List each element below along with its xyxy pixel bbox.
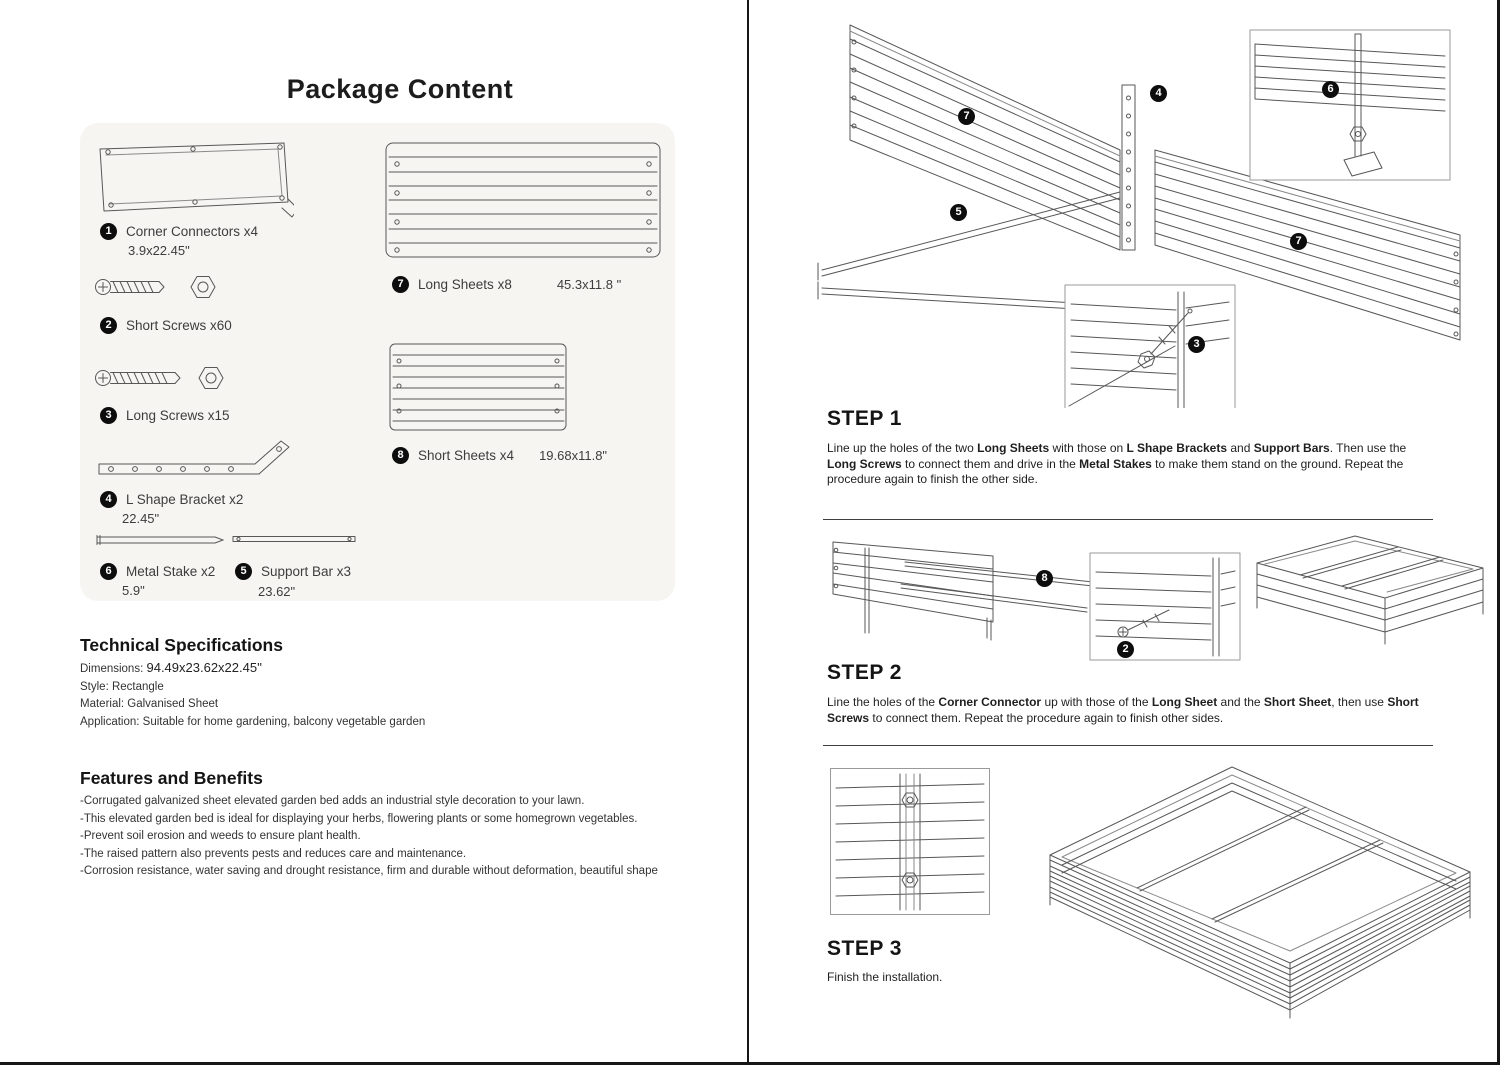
part-6-size: 5.9" (122, 583, 145, 598)
spec-dimensions-value: 94.49x23.62x22.45'' (146, 660, 263, 675)
step2-heading: STEP 2 (827, 661, 902, 684)
part-item-long-screws: 3 Long Screws x15 (100, 407, 230, 424)
long-sheet-drawing (385, 142, 661, 258)
l-bracket-drawing (98, 440, 290, 475)
spec-style: Style: Rectangle (80, 680, 164, 693)
part-5-badge: 5 (235, 563, 252, 580)
feature-line: -Corrosion resistance, water saving and … (80, 865, 658, 878)
spec-application: Application: Suitable for home gardening… (80, 715, 426, 728)
callout-7: 7 (1290, 233, 1307, 250)
part-8-label: Short Sheets x4 (418, 448, 515, 463)
part-4-badge: 4 (100, 491, 117, 508)
part-item-metal-stake: 6 Metal Stake x2 (100, 563, 215, 580)
feature-line: -Corrugated galvanized sheet elevated ga… (80, 795, 585, 807)
page-left: Package Content 1 Corner Connectors x4 3… (0, 0, 747, 1065)
spec-material: Material: Galvanised Sheet (80, 698, 219, 711)
part-8-badge: 8 (392, 447, 409, 464)
step3-heading: STEP 3 (827, 937, 902, 960)
part-2-badge: 2 (100, 317, 117, 334)
part-4-label: L Shape Bracket x2 (126, 492, 244, 507)
part-7-size: 45.3x11.8 " (556, 277, 622, 292)
step1-body: Line up the holes of the two Long Sheets… (827, 441, 1407, 486)
part-1-label: Corner Connectors x4 (126, 224, 259, 239)
feature-line: -This elevated garden bed is ideal for d… (80, 812, 638, 825)
feature-line: -The raised pattern also prevents pests … (80, 847, 467, 860)
part-1-size: 3.9x22.45" (128, 243, 190, 258)
callout-3: 3 (1188, 336, 1205, 353)
part-4-size: 22.45" (122, 511, 160, 526)
corner-connector-drawing (99, 142, 294, 218)
step3-finished-bed (1049, 766, 1471, 1019)
step1-heading: STEP 1 (827, 407, 902, 430)
short-screw-drawing (95, 276, 216, 298)
callout-8: 8 (1036, 570, 1053, 587)
features-list: -Corrugated galvanized sheet elevated ga… (80, 793, 710, 881)
part-item-short-sheets: 8 Short Sheets x4 19.68x11.8" (392, 447, 607, 464)
short-sheet-drawing (389, 343, 567, 431)
step2-body: Line the holes of the Corner Connector u… (827, 695, 1419, 725)
long-screw-drawing (95, 367, 224, 389)
part-6-label: Metal Stake x2 (126, 564, 216, 579)
step3-body: Finish the installation. (827, 970, 943, 984)
spec-dimensions: Dimensions: 94.49x23.62x22.45'' (80, 659, 425, 679)
part-1-badge: 1 (100, 223, 117, 240)
part-item-corner-connectors: 1 Corner Connectors x4 (100, 223, 258, 240)
part-7-label: Long Sheets x8 (418, 277, 512, 292)
feature-line: -Prevent soil erosion and weeds to ensur… (80, 830, 361, 843)
features-heading: Features and Benefits (80, 768, 263, 788)
part-5-label: Support Bar x3 (261, 564, 352, 579)
page-divider (747, 0, 749, 1065)
page-edge-bottom (0, 1062, 1500, 1065)
page-title: Package Content (286, 74, 514, 104)
part-item-l-bracket: 4 L Shape Bracket x2 (100, 491, 243, 508)
page-right: 7 4 6 5 3 7 STEP 1 Line up the holes of … (750, 0, 1500, 1065)
part-2-label: Short Screws x60 (126, 318, 232, 333)
part-6-badge: 6 (100, 563, 117, 580)
tech-specs-list: Dimensions: 94.49x23.62x22.45'' Style: R… (80, 659, 425, 731)
part-item-support-bar: 5 Support Bar x3 (235, 563, 351, 580)
callout-6: 6 (1322, 81, 1339, 98)
metal-stake-drawing (96, 535, 225, 545)
package-content-panel: 1 Corner Connectors x4 3.9x22.45" 2 Shor… (80, 123, 675, 601)
part-8-size: 19.68x11.8" (539, 448, 608, 463)
section-divider (823, 745, 1433, 746)
part-item-short-screws: 2 Short Screws x60 (100, 317, 232, 334)
section-divider (823, 519, 1433, 520)
part-5-size: 23.62" (258, 584, 296, 599)
part-item-long-sheets: 7 Long Sheets x8 45.3x11.8 " (392, 276, 621, 293)
page-edge-right (1497, 0, 1500, 1065)
part-3-badge: 3 (100, 407, 117, 424)
step2-diagram (832, 535, 1484, 661)
callout-5: 5 (950, 204, 967, 221)
step3-corner-detail (830, 768, 990, 915)
part-3-label: Long Screws x15 (126, 408, 230, 423)
tech-specs-heading: Technical Specifications (80, 635, 283, 655)
callout-4: 4 (1150, 85, 1167, 102)
callout-7: 7 (958, 108, 975, 125)
spec-dimensions-label: Dimensions: (80, 663, 144, 675)
part-7-badge: 7 (392, 276, 409, 293)
support-bar-drawing (232, 536, 356, 542)
callout-2: 2 (1117, 641, 1134, 658)
step1-diagram (817, 24, 1461, 408)
